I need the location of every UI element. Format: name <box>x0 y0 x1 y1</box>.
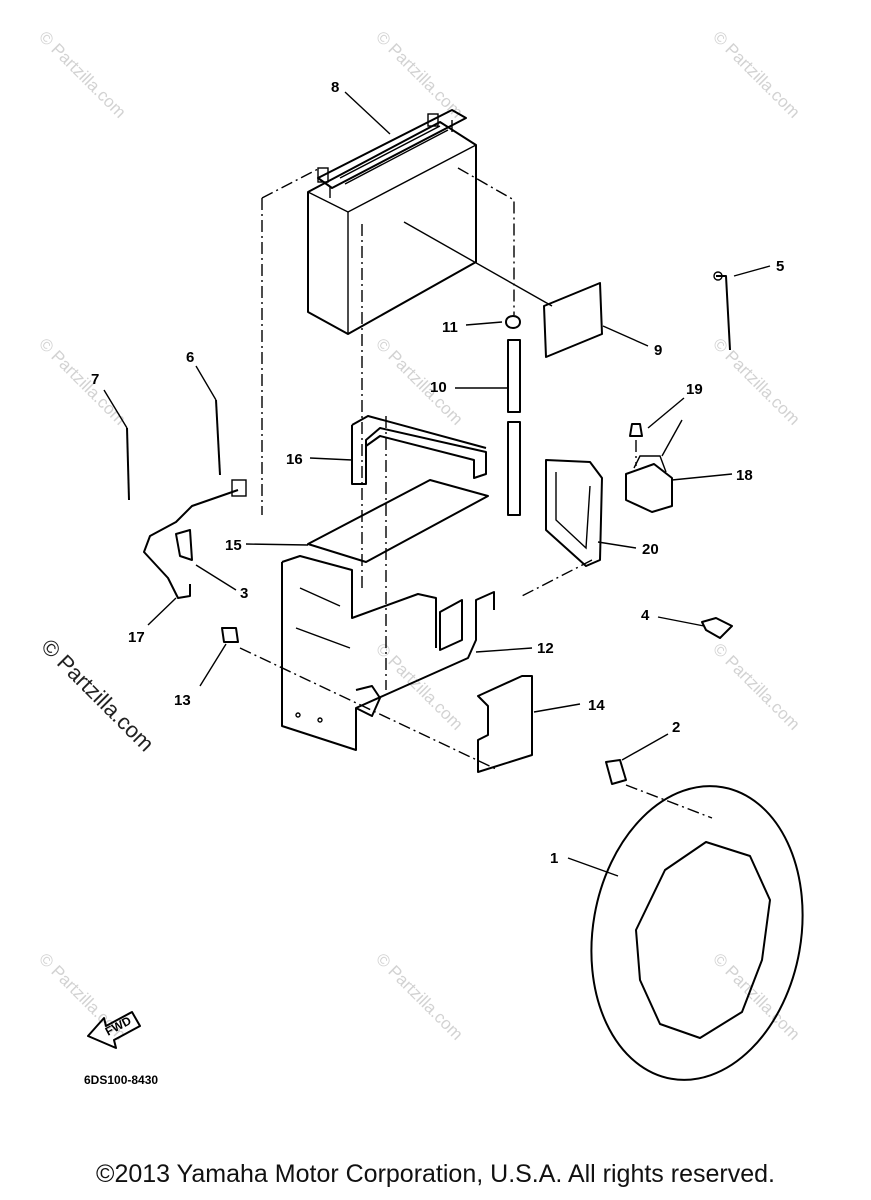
callout-4: 4 <box>641 607 650 624</box>
callout-12: 12 <box>537 640 554 657</box>
diagram-ref-code: 6DS100-8430 <box>84 1073 158 1087</box>
holder-3 <box>175 529 193 561</box>
callout-6: 6 <box>186 349 194 366</box>
starter-relay <box>625 463 673 513</box>
callout-16: 16 <box>286 451 303 468</box>
watermark: © Partzilla.com <box>35 334 129 428</box>
cable-tie-6 <box>215 399 221 476</box>
callout-5: 5 <box>776 258 784 275</box>
watermark: © Partzilla.com <box>372 949 466 1043</box>
cable-tie-7 <box>126 427 130 501</box>
watermark: © Partzilla.com <box>709 949 803 1043</box>
callout-11: 11 <box>442 319 458 336</box>
watermark: © Partzilla.com <box>372 334 466 428</box>
pin-5 <box>716 275 731 351</box>
callout-17: 17 <box>128 629 145 646</box>
leader-lines <box>103 91 771 877</box>
copyright-notice: ©2013 Yamaha Motor Corporation, U.S.A. A… <box>96 1160 775 1188</box>
battery <box>307 109 477 335</box>
pad-14 <box>477 675 533 773</box>
callout-18: 18 <box>736 467 753 484</box>
callout-19: 19 <box>686 381 703 398</box>
bolt-13 <box>221 627 239 643</box>
breather-hose <box>507 339 521 413</box>
callout-13: 13 <box>174 692 191 709</box>
battery-tray-sheet <box>307 479 489 563</box>
battery-pad <box>543 282 603 358</box>
callout-1: 1 <box>550 850 558 867</box>
watermark: © Partzilla.com <box>372 27 466 121</box>
watermark-main: © Partzilla.com <box>36 634 159 757</box>
bolt-19 <box>629 423 643 437</box>
callout-2: 2 <box>672 719 680 736</box>
callout-20: 20 <box>642 541 659 558</box>
callout-7: 7 <box>91 371 99 388</box>
battery-band <box>351 415 487 485</box>
clamp-4 <box>701 617 733 639</box>
watermark: © Partzilla.com <box>709 334 803 428</box>
watermark: © Partzilla.com <box>35 27 129 121</box>
watermark: © Partzilla.com <box>709 27 803 121</box>
callout-labels: 1 2 3 4 5 6 7 8 9 10 11 12 13 14 15 16 1… <box>91 79 784 867</box>
watermark: © Partzilla.com <box>709 639 803 733</box>
breather-hose-lower <box>507 421 521 516</box>
callout-9: 9 <box>654 342 662 359</box>
rotor-ring <box>590 785 804 1081</box>
relay-cover <box>545 459 603 567</box>
callout-10: 10 <box>430 379 447 396</box>
callout-8: 8 <box>331 79 339 96</box>
lead-17 <box>143 489 239 599</box>
hose-clip <box>505 315 521 329</box>
callout-3: 3 <box>240 585 248 602</box>
battery-box <box>281 555 495 751</box>
assembly-lines <box>239 167 713 819</box>
callout-14: 14 <box>588 697 605 714</box>
callout-15: 15 <box>225 537 242 554</box>
bolt-2 <box>605 759 627 785</box>
